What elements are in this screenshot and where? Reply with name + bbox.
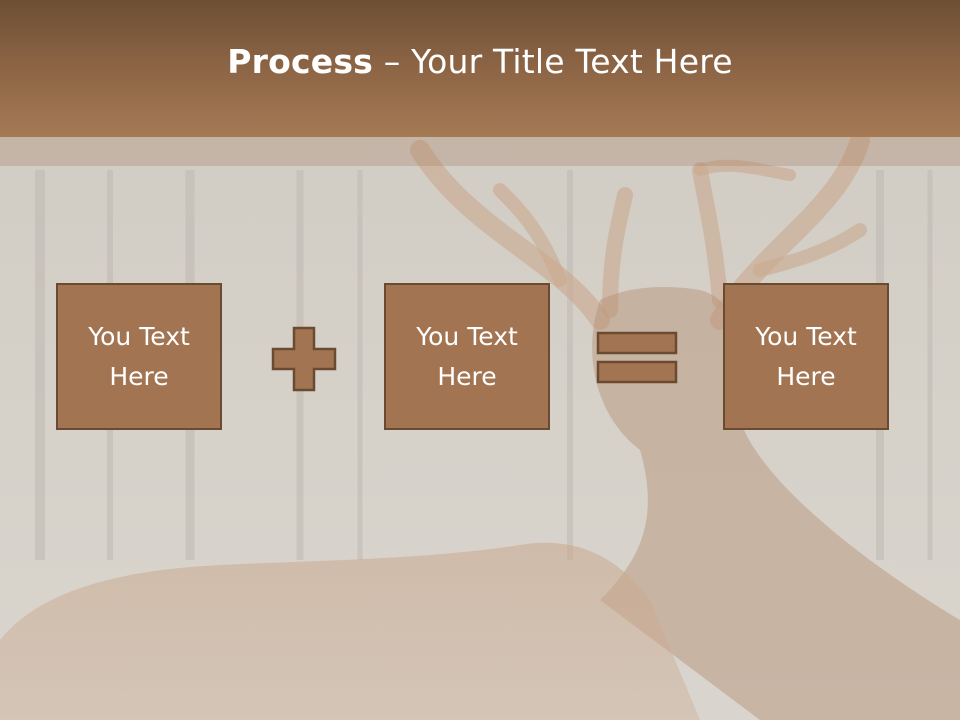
process-box-2[interactable]: You Text Here	[384, 283, 550, 430]
title-bold-text: Process	[227, 42, 374, 81]
title-bar: Process – Your Title Text Here	[0, 0, 960, 137]
title-band	[0, 137, 960, 166]
title-rest-text: – Your Title Text Here	[373, 42, 733, 81]
plus-icon	[271, 326, 337, 392]
process-box-1-label: You Text Here	[88, 321, 190, 391]
equals-icon	[596, 331, 678, 384]
process-box-1[interactable]: You Text Here	[56, 283, 222, 430]
process-box-3[interactable]: You Text Here	[723, 283, 889, 430]
process-box-3-label: You Text Here	[755, 321, 857, 391]
process-box-2-label: You Text Here	[416, 321, 518, 391]
slide-title[interactable]: Process – Your Title Text Here	[227, 42, 733, 81]
